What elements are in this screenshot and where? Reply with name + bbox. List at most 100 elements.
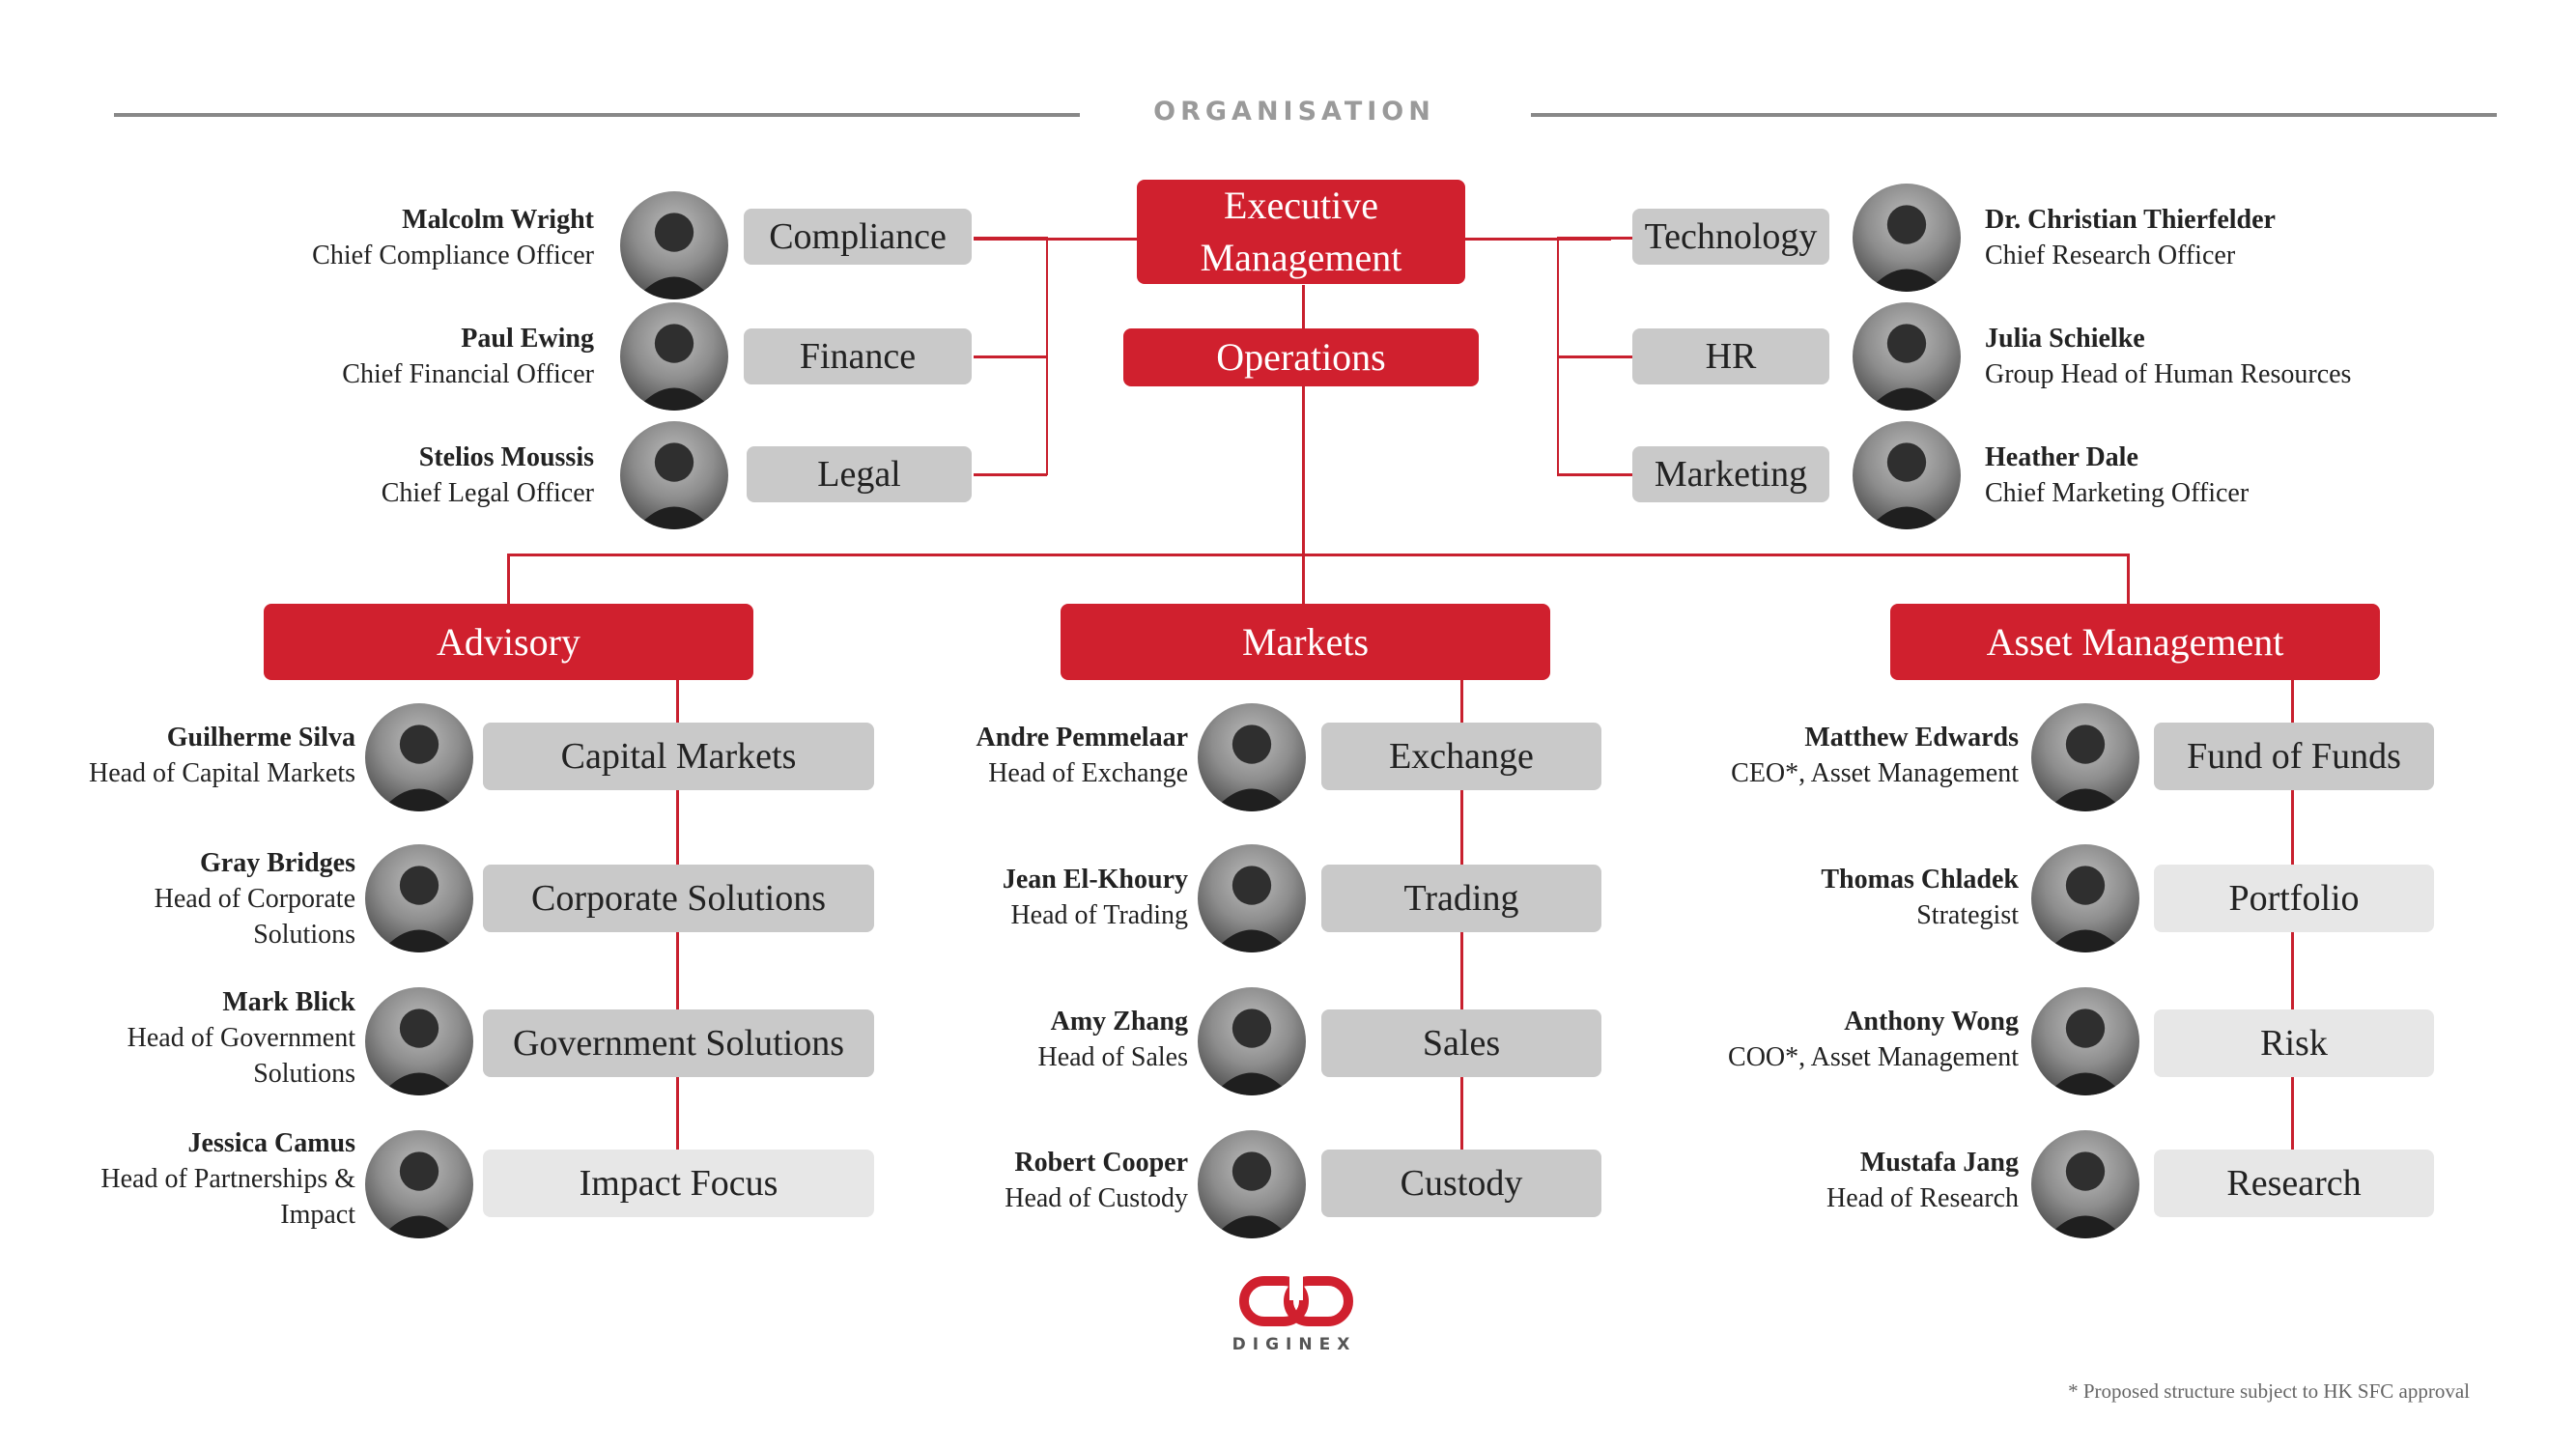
person-name: Stelios Moussis [418,442,594,472]
person-christian-thierfelder: Dr. Christian Thierfelder Chief Research… [1985,203,2487,274]
avatar [2031,844,2139,952]
person-guilherme-silva: Guilherme Silva Head of Capital Markets [58,721,355,792]
person-title: Chief Compliance Officer [312,240,594,270]
connector [2127,554,2130,604]
header-rule-right [1531,113,2497,117]
person-robert-cooper: Robert Cooper Head of Custody [889,1146,1188,1217]
unit-box-fund-of-funds: Fund of Funds [2154,723,2434,790]
connector [974,473,1047,476]
operations-box: Operations [1123,328,1479,386]
person-name: Jean El-Khoury [1002,865,1188,895]
person-title: Head of Government Solutions [127,1022,355,1089]
avatar [1853,184,1961,292]
unit-box-portfolio: Portfolio [2154,865,2434,932]
avatar [620,421,728,529]
footnote: * Proposed structure subject to HK SFC a… [2068,1379,2470,1403]
person-title: Head of Capital Markets [88,757,355,788]
person-mark-blick: Mark Blick Head of Government Solutions [58,985,355,1093]
connector [1557,355,1632,358]
avatar [1198,703,1306,811]
unit-box-legal: Legal [747,446,972,502]
person-thomas-chladek: Thomas Chladek Strategist [1661,863,2019,934]
avatar [365,703,473,811]
person-title: Chief Marketing Officer [1985,477,2250,508]
person-title: CEO*, Asset Management [1731,757,2019,788]
person-title: Head of Corporate Solutions [154,883,355,950]
avatar [620,302,728,411]
unit-box-compliance: Compliance [744,209,972,265]
person-malcolm-wright: Malcolm Wright Chief Compliance Officer [222,203,594,274]
avatar [2031,987,2139,1095]
avatar [1198,844,1306,952]
person-name: Paul Ewing [461,324,594,354]
avatar [1198,987,1306,1095]
diginex-logo-text: DIGINEX [1231,1335,1357,1354]
person-title: Head of Exchange [988,757,1188,788]
person-title: Chief Legal Officer [381,477,594,508]
person-heather-dale: Heather Dale Chief Marketing Officer [1985,440,2487,512]
person-jessica-camus: Jessica Camus Head of Partnerships & Imp… [58,1126,355,1234]
unit-box-trading: Trading [1321,865,1601,932]
connector [974,237,1047,240]
unit-box-exchange: Exchange [1321,723,1601,790]
person-title: COO*, Asset Management [1728,1041,2019,1072]
person-amy-zhang: Amy Zhang Head of Sales [889,1005,1188,1076]
person-title: Chief Research Officer [1985,240,2236,270]
avatar [620,191,728,299]
unit-box-custody: Custody [1321,1150,1601,1217]
person-title: Group Head of Human Resources [1985,358,2352,389]
person-name: Dr. Christian Thierfelder [1985,205,2276,235]
avatar [1853,421,1961,529]
connector [507,554,2130,556]
connector [507,554,510,604]
unit-box-impact-focus: Impact Focus [483,1150,874,1217]
diginex-logo-mark [1239,1273,1353,1329]
unit-box-finance: Finance [744,328,972,384]
page-title: ORGANISATION [1153,97,1435,127]
unit-box-corporate-solutions: Corporate Solutions [483,865,874,932]
person-name: Mustafa Jang [1859,1148,2019,1178]
person-anthony-wong: Anthony Wong COO*, Asset Management [1661,1005,2019,1076]
avatar [2031,703,2139,811]
unit-box-technology: Technology [1632,209,1829,265]
connector [1046,237,1048,475]
unit-box-government-solutions: Government Solutions [483,1009,874,1077]
person-name: Andre Pemmelaar [976,723,1188,753]
avatar [365,1130,473,1238]
connector [974,355,1047,358]
person-name: Malcolm Wright [402,205,594,235]
person-stelios-moussis: Stelios Moussis Chief Legal Officer [222,440,594,512]
person-title: Head of Sales [1037,1041,1188,1072]
person-paul-ewing: Paul Ewing Chief Financial Officer [222,322,594,393]
person-name: Anthony Wong [1844,1007,2019,1037]
avatar [2031,1130,2139,1238]
person-name: Gray Bridges [200,848,355,878]
person-andre-pemmelaar: Andre Pemmelaar Head of Exchange [889,721,1188,792]
person-name: Julia Schielke [1985,324,2145,354]
unit-box-sales: Sales [1321,1009,1601,1077]
avatar [1853,302,1961,411]
unit-box-marketing: Marketing [1632,446,1829,502]
unit-box-risk: Risk [2154,1009,2434,1077]
division-box-asset-management: Asset Management [1890,604,2380,680]
person-name: Thomas Chladek [1821,865,2019,895]
person-title: Head of Custody [1005,1182,1188,1213]
person-name: Heather Dale [1985,442,2138,472]
connector [1557,473,1632,476]
person-title: Chief Financial Officer [342,358,594,389]
connector [1302,285,1305,604]
connector [1557,237,1632,240]
avatar [365,844,473,952]
division-box-advisory: Advisory [264,604,753,680]
avatar [365,987,473,1095]
person-name: Guilherme Silva [166,723,355,753]
person-name: Jessica Camus [187,1128,355,1158]
person-julia-schielke: Julia Schielke Group Head of Human Resou… [1985,322,2487,393]
person-name: Matthew Edwards [1804,723,2019,753]
division-box-markets: Markets [1061,604,1550,680]
unit-box-hr: HR [1632,328,1829,384]
person-mustafa-jang: Mustafa Jang Head of Research [1661,1146,2019,1217]
person-title: Head of Partnerships & Impact [100,1163,355,1230]
person-name: Mark Blick [222,987,355,1017]
person-title: Head of Trading [1010,899,1188,930]
